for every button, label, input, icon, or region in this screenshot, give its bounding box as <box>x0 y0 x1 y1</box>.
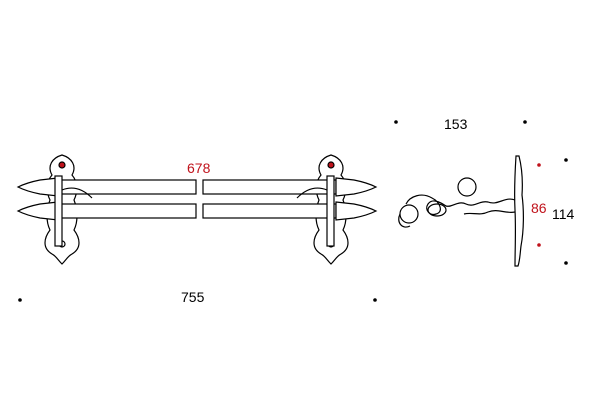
side-arm-lower <box>463 209 516 215</box>
side-upper-bar <box>457 177 477 197</box>
left-post <box>54 175 63 247</box>
right-support-arm <box>296 187 328 199</box>
side-lower-bar-hook <box>398 213 411 228</box>
dot-86-bottom <box>537 243 541 247</box>
upper-bar-right <box>202 179 337 195</box>
dimension-depth: 153 <box>444 116 468 132</box>
left-finial-lower <box>16 201 59 221</box>
dot-755-left <box>18 298 22 302</box>
side-arm <box>445 198 516 207</box>
dimension-markers <box>18 120 568 302</box>
side-lower-bar <box>399 204 419 224</box>
dot-153-right <box>523 120 527 124</box>
dimension-overall-width: 755 <box>181 289 205 305</box>
dot-114-bottom <box>564 261 568 265</box>
dimension-inner-height: 86 <box>531 200 547 216</box>
right-finial-lower <box>335 201 378 221</box>
upper-bar-left <box>57 179 197 195</box>
dot-153-left <box>394 120 398 124</box>
left-screw-top <box>58 161 66 169</box>
left-support-arm <box>61 187 93 199</box>
lower-bar-left <box>57 203 197 219</box>
front-view <box>16 154 378 265</box>
side-wall-plate <box>513 155 524 267</box>
left-finial-upper <box>16 177 59 197</box>
dimension-overall-height: 114 <box>552 206 575 222</box>
side-view <box>398 155 524 267</box>
dot-755-right <box>373 298 377 302</box>
side-loop <box>427 203 447 217</box>
right-post <box>326 175 335 247</box>
dot-114-top <box>564 158 568 162</box>
dot-86-top <box>537 163 541 167</box>
right-finial-upper <box>335 177 378 197</box>
side-scroll <box>405 194 447 215</box>
dimension-inner-width: 678 <box>187 160 211 176</box>
lower-bar-right <box>202 203 337 219</box>
right-screw-top <box>327 161 335 169</box>
